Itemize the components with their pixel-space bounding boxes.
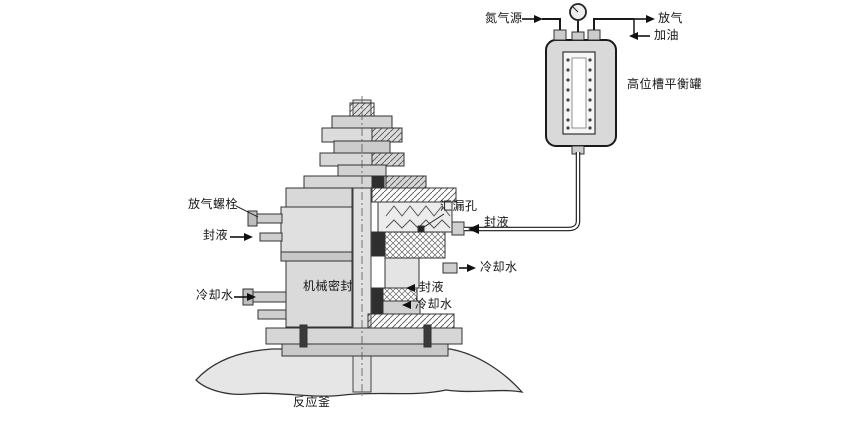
- label-cooling-water-right-lower: 冷却水: [415, 297, 453, 311]
- bottom-flange: [265, 324, 463, 357]
- label-vent-gas: 放气: [658, 11, 684, 25]
- label-leak-hole: 汇漏孔: [440, 199, 478, 213]
- label-cooling-water-right: 冷却水: [480, 260, 518, 274]
- label-reactor: 反应釜: [293, 395, 331, 409]
- label-mechanical-seal: 机械密封: [303, 279, 354, 293]
- leader-lines: [235, 205, 445, 228]
- pressure-gauge-icon: [569, 3, 587, 32]
- flow-arrows: [230, 15, 655, 309]
- label-seal-liquid-left: 封液: [203, 228, 229, 242]
- label-vent-bolt: 放气螺栓: [188, 197, 239, 211]
- label-balance-tank: 高位槽平衡罐: [627, 77, 703, 91]
- label-seal-liquid-right: 封液: [419, 280, 445, 294]
- label-nitrogen-source: 氮气源: [485, 11, 523, 25]
- label-seal-liquid-pipe: 封液: [484, 215, 510, 229]
- seal-left-column: [242, 187, 353, 328]
- seal-top-stack: [303, 102, 427, 189]
- piping: [464, 18, 635, 232]
- label-cooling-water-left: 冷却水: [196, 288, 234, 302]
- label-add-oil: 加油: [654, 28, 680, 42]
- seal-right-column: [367, 187, 465, 329]
- balance-tank: [545, 3, 617, 155]
- sight-glass: [562, 51, 596, 135]
